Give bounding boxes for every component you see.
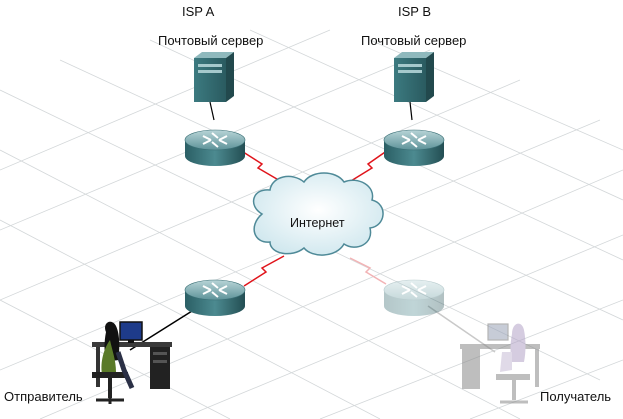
receiver-label: Получатель: [540, 389, 612, 404]
isp-b-label: ISP B: [398, 4, 432, 19]
server-icon: [394, 52, 434, 121]
link-router-a-to-cloud: [239, 149, 283, 183]
sender-label: Отправитель: [4, 389, 83, 404]
user-workstation-icon: [460, 323, 540, 404]
mail-server-b-label: Почтовый сервер: [361, 33, 467, 48]
isp-a-label: ISP A: [182, 4, 215, 19]
server-icon: [194, 52, 234, 121]
router-icon: [184, 279, 246, 316]
wan-links: [239, 149, 389, 287]
router-icon: [383, 129, 445, 166]
internet-label: Интернет: [290, 216, 345, 230]
router-icon: [383, 279, 445, 316]
mail-server-a-label: Почтовый сервер: [158, 33, 264, 48]
cloud-icon: [252, 172, 384, 256]
lan-links: [129, 305, 496, 353]
link-router-b-to-cloud: [345, 149, 389, 185]
user-workstation-icon: [92, 321, 172, 404]
link-router-d-to-cloud: [349, 257, 387, 285]
router-icon: [184, 129, 246, 166]
link-router-c-to-cloud: [243, 255, 285, 287]
